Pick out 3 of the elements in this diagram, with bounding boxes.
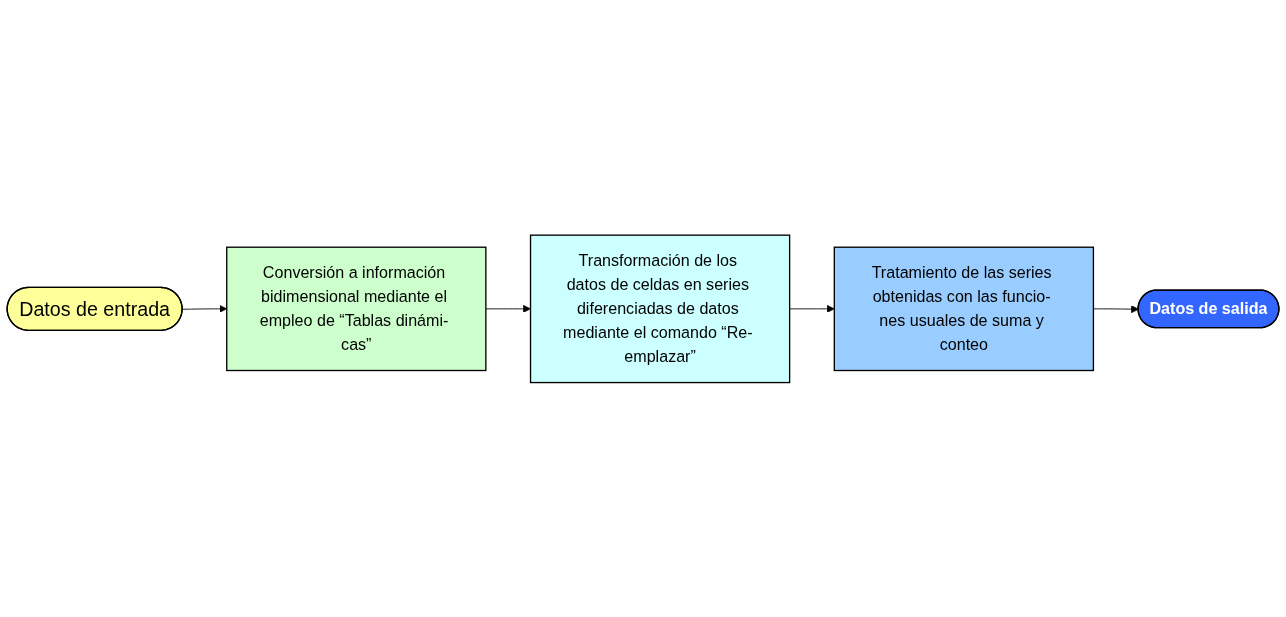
node-box: Transformación de los datos de celdas en series diferenciadas de datos mediante el comando “Re- emplazar” xyxy=(529,234,791,383)
node-box: Conversión a información bidimensional mediante el empleo de “Tablas dinámi- cas” xyxy=(226,246,487,371)
node-box: Tratamiento de las series obtenidas con las funcio- nes usuales de suma y conteo xyxy=(833,246,1095,371)
